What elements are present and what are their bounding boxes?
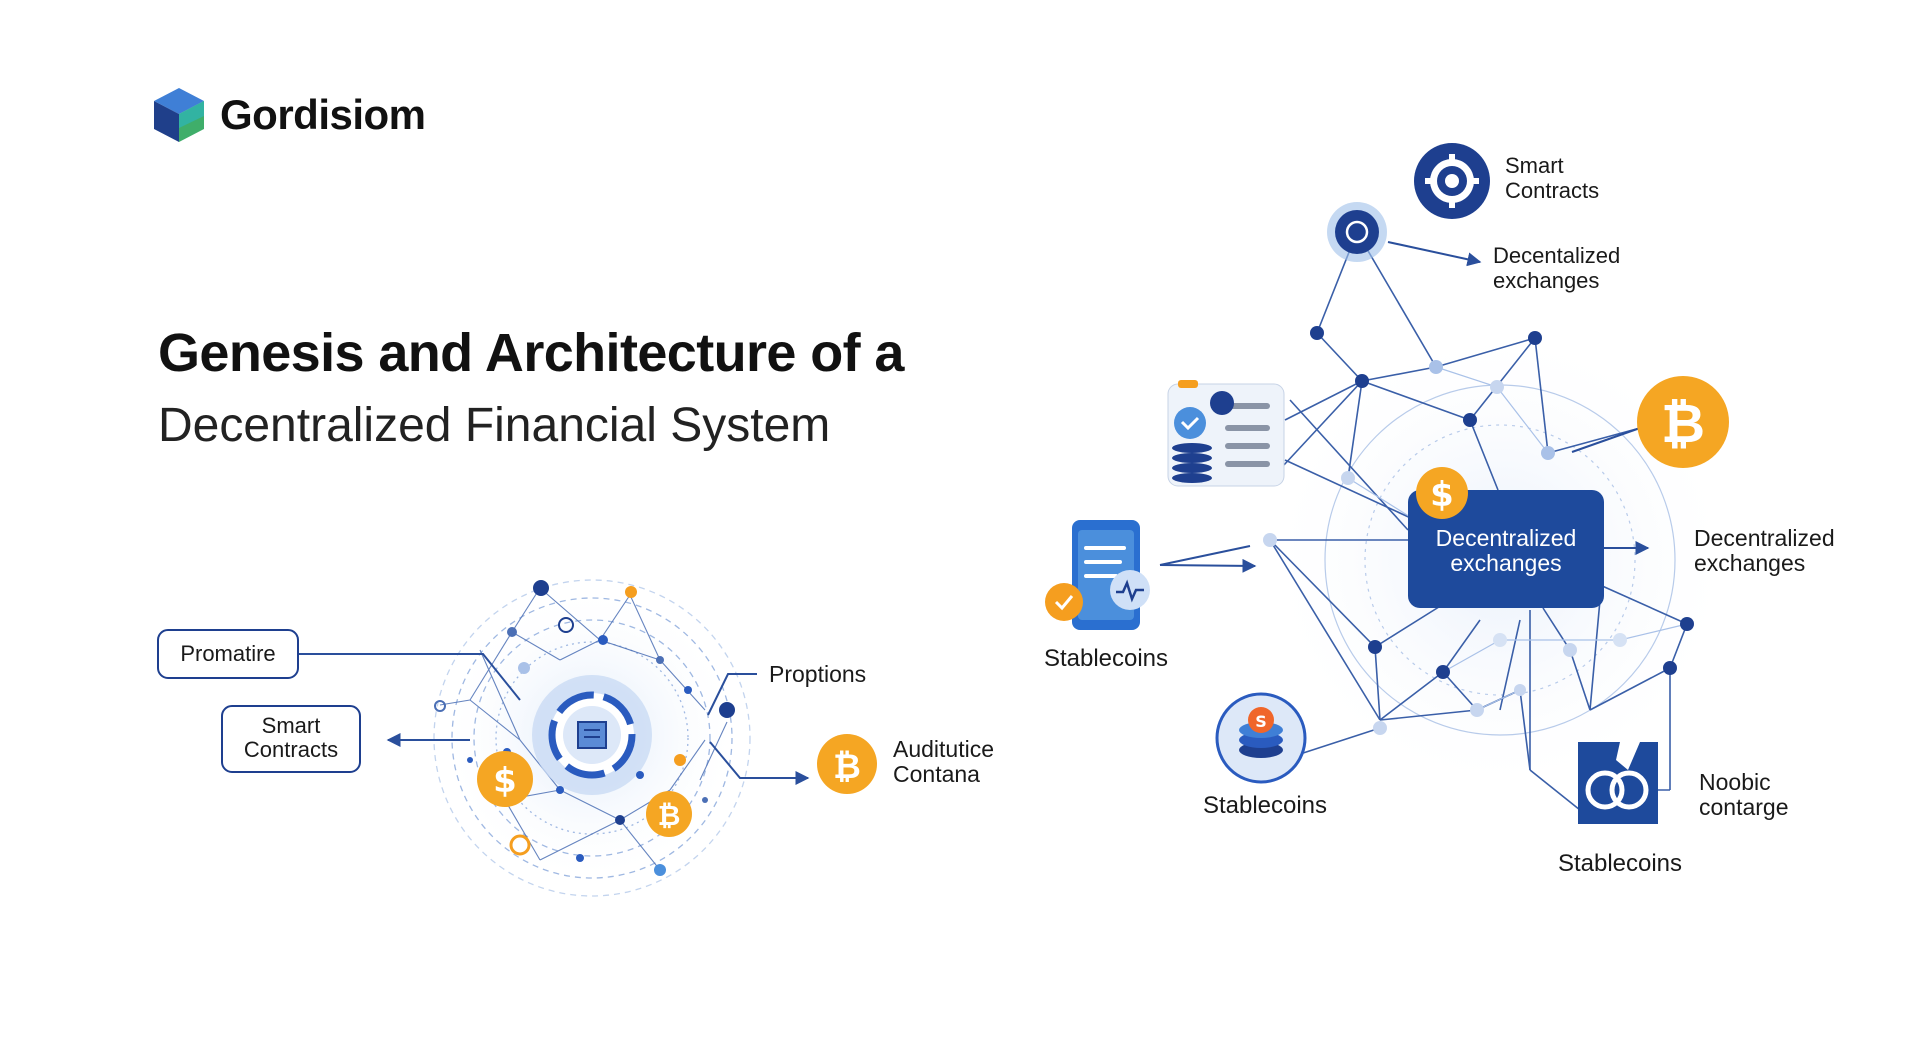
svg-text:Contracts: Contracts: [244, 737, 338, 762]
dollar-coin-icon: $: [1416, 467, 1468, 519]
stablecoins-bottom-right-label: Stablecoins: [1558, 850, 1682, 877]
svg-text:$: $: [493, 761, 517, 801]
svg-text:$: $: [1430, 475, 1454, 515]
brand-name: Gordisiom: [220, 91, 426, 138]
svg-text:₿: ₿: [1661, 392, 1705, 455]
page-title: Genesis and Architecture of a: [158, 323, 904, 383]
proptions-label: Proptions: [769, 661, 866, 687]
left-cluster: $ ₿ ₿ Promatire Smart Contracts Proption…: [157, 579, 994, 897]
phone-chart-icon: [1045, 520, 1150, 630]
cube-logo-icon: [154, 88, 204, 142]
promatire-box: Promatire: [157, 629, 299, 679]
page-subtitle: Decentralized Financial System: [158, 399, 831, 452]
gear-icon: [1414, 143, 1490, 219]
svg-text:exchanges: exchanges: [1450, 550, 1561, 576]
contana-label: Contana: [893, 761, 980, 787]
right-network: Smart Contracts Decentalized exchanges: [1044, 143, 1835, 877]
dex-top-label: Decentalized: [1493, 243, 1620, 268]
svg-text:₿: ₿: [658, 799, 681, 832]
svg-text:Promatire: Promatire: [180, 641, 275, 666]
auditutice-label: Auditutice: [893, 736, 994, 762]
contarge-label: contarge: [1699, 794, 1789, 820]
brain-node-icon: [1327, 202, 1387, 262]
stablecoins-left-label: Stablecoins: [1044, 645, 1168, 672]
smart-contracts-box: Smart Contracts: [221, 705, 361, 773]
svg-text:Decentralized: Decentralized: [1436, 525, 1577, 551]
bitcoin-coin-icon: ₿: [817, 734, 877, 794]
svg-text:S: S: [1255, 712, 1267, 731]
document-stack-icon: [1167, 380, 1285, 487]
dex-right-label-2: exchanges: [1694, 550, 1805, 576]
right-network-nodes: [1263, 326, 1694, 735]
chip-icon: [577, 721, 607, 749]
smart-contracts-label-2: Contracts: [1505, 178, 1599, 203]
svg-text:Smart: Smart: [262, 713, 321, 738]
dex-right-label: Decentralized: [1694, 525, 1835, 551]
bitcoin-coin-icon: ₿: [646, 791, 692, 837]
dex-top-label-2: exchanges: [1493, 268, 1599, 293]
left-cluster-nodes: [434, 580, 735, 876]
smart-contracts-label: Smart: [1505, 153, 1564, 178]
linked-rings-icon: [1578, 742, 1658, 824]
noobic-label: Noobic: [1699, 769, 1771, 795]
bitcoin-coin-icon: ₿: [1637, 376, 1729, 468]
dex-center-box: Decentralized exchanges: [1408, 490, 1604, 608]
brand-logo: Gordisiom: [152, 86, 426, 144]
dollar-coin-icon: $: [477, 751, 533, 807]
coin-stack-icon: S: [1215, 692, 1307, 784]
stablecoins-bottom-label: Stablecoins: [1203, 792, 1327, 819]
svg-text:₿: ₿: [833, 747, 861, 787]
